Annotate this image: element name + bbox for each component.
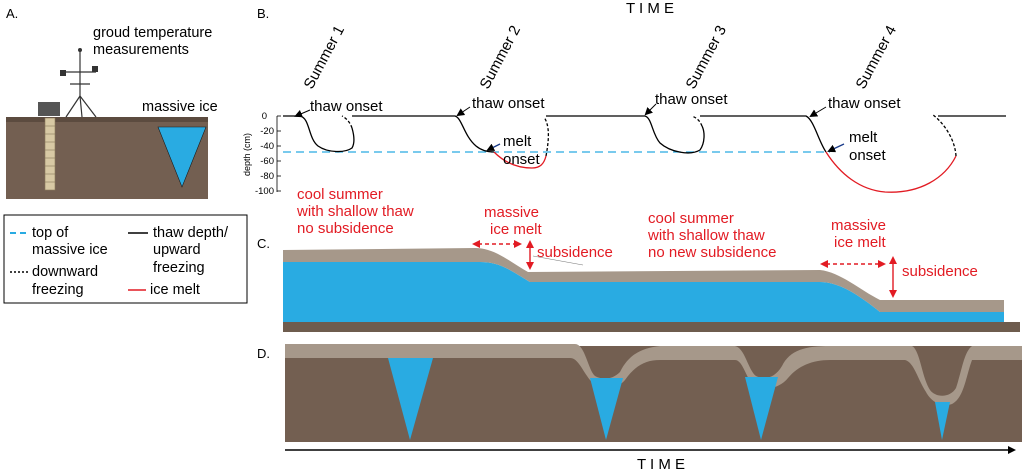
panel-c-ice-body [283,262,1004,322]
panel-label-c: C. [257,236,270,251]
ice-wedge-1 [388,358,433,440]
melt-onset-label-2a: melt [849,129,878,146]
cool-summer-2-line3: no new subsidence [648,244,776,261]
summer2-melt-curve [493,151,547,169]
massive-ice-label: massive ice [142,99,218,115]
massive-ice-wedge [157,126,207,188]
legend-box: top of massive ice downward freezing tha… [3,214,248,304]
summer2-thaw-curve [352,115,495,153]
panel-label-b: B. [257,6,269,21]
legend-ice-melt: ice melt [150,282,200,298]
subsidence-label-2: subsidence [902,263,978,280]
depth-tick-40: -40 [260,141,274,152]
legend-downward-2: freezing [32,282,84,298]
legend-thaw-1: thaw depth/ [153,225,229,241]
massive-melt-2-line1: massive [831,217,886,234]
melt-onset-label-1a: melt [503,133,532,150]
borehole-probe [44,117,56,191]
depth-tick-20: -20 [260,126,274,137]
bottom-time-label: T I M E [637,456,685,473]
massive-melt-1-line1: massive [484,204,539,221]
legend-downward-1: downward [32,264,98,280]
measurement-label-1: groud temperature [93,25,212,41]
panel-d-profile [285,344,1022,442]
ice-wedge-3 [745,377,778,440]
cool-summer-1-line2: with shallow thaw [296,203,414,220]
legend-thaw-3: freezing [153,260,205,276]
thaw-onset-label-3: thaw onset [655,91,728,108]
depth-tick-0: 0 [262,111,267,122]
legend-top-of-ice-2: massive ice [32,242,108,258]
summer1-freeze-curve [341,115,353,129]
cool-summer-2-line1: cool summer [648,210,734,227]
thaw-onset-label-1: thaw onset [310,98,383,115]
top-time-label: T I M E [626,0,674,17]
cool-summer-1-line1: cool summer [297,186,383,203]
melt-onset-label-1b: onset [503,151,541,168]
panel-a-ground [6,48,208,199]
measurement-label-2: measurements [93,42,189,58]
subsidence-label-1: subsidence [537,244,613,261]
summer-1-label: Summer 1 [301,23,348,92]
legend-top-of-ice-1: top of [32,225,69,241]
depth-tick-100: -100 [255,186,274,197]
summer-2-label: Summer 2 [477,23,524,92]
logger-box-icon [38,102,60,116]
depth-tick-60: -60 [260,156,274,167]
thaw-curves [283,113,1006,193]
summer3-thaw-curve [546,115,705,154]
panel-label-a: A. [6,6,18,21]
ice-wedge-2 [590,378,623,440]
legend-thaw-2: upward [153,242,201,258]
summer3-freeze-curve [691,115,703,127]
panel-c-base-soil [283,322,1020,332]
thaw-onset-label-4: thaw onset [828,95,901,112]
weather-station-icon [64,50,97,118]
panel-label-d: D. [257,346,270,361]
melt-onset-label-2b: onset [849,147,887,164]
summer1-thaw-curve [283,115,355,153]
panel-c-active-layer [283,248,1004,312]
summer4-freeze-curve [931,113,957,157]
ice-wedge-4 [935,402,950,440]
massive-melt-1-line2: ice melt [490,221,543,238]
massive-melt-2-line2: ice melt [834,234,887,251]
cool-summer-2-line2: with shallow thaw [647,227,765,244]
summer4-melt-curve [825,151,957,193]
summer-4-label: Summer 4 [853,23,900,92]
summer2-freeze-curve [543,116,550,157]
depth-axis-label: depth (cm) [242,133,252,176]
summer4-thaw-curve [700,115,827,153]
panel-d-active-layer [285,344,1022,406]
thaw-onset-label-2: thaw onset [472,95,545,112]
panel-c-profile [283,248,1020,332]
depth-axis: 0 -20 -40 -60 -80 -100 depth (cm) [242,111,281,197]
depth-tick-80: -80 [260,171,274,182]
summer-3-label: Summer 3 [683,23,730,92]
cool-summer-1-line3: no subsidence [297,220,394,237]
